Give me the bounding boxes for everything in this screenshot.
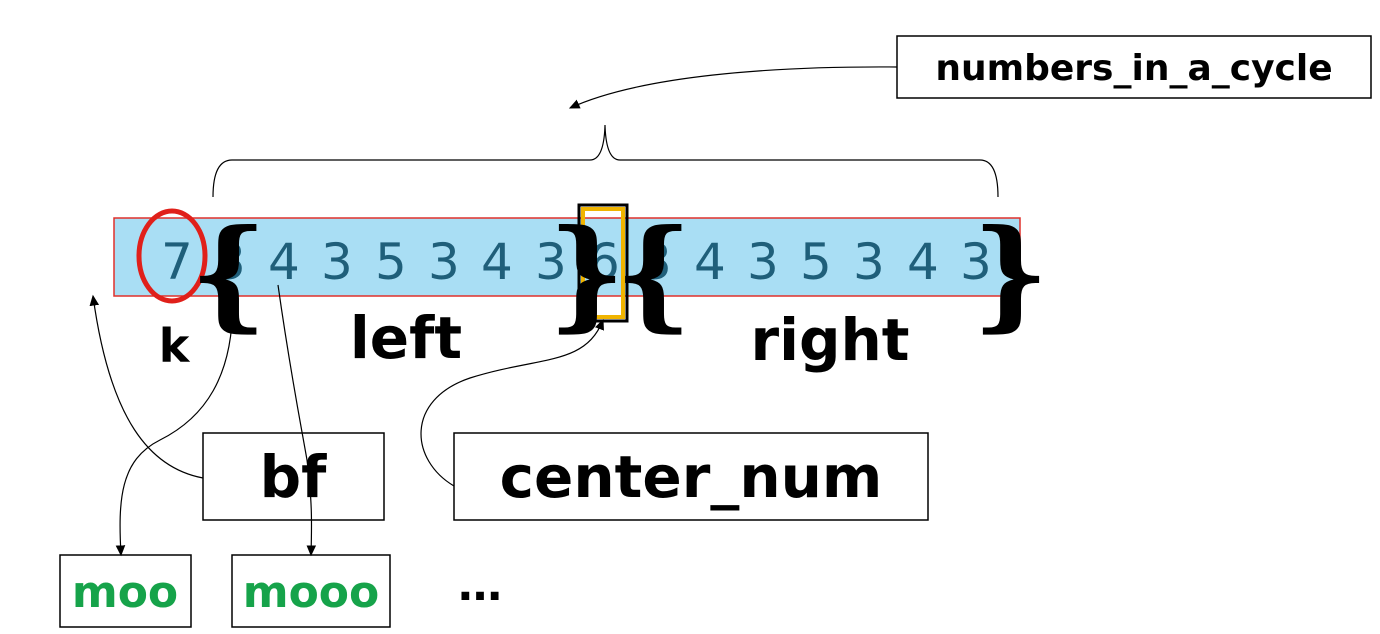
right-open-brace: {: [615, 203, 692, 344]
bf-to-k-arrow: [89, 294, 204, 479]
mooo-box: [231, 554, 391, 628]
left-close-brace: }: [548, 203, 625, 344]
left-digit: 3: [428, 233, 460, 291]
moo-box: [59, 554, 192, 628]
left-digit: 3: [321, 233, 353, 291]
left-open-brace: {: [190, 203, 267, 344]
left-digit: 4: [268, 233, 300, 291]
right-digit: 3: [747, 233, 779, 291]
right-digit: 4: [694, 233, 726, 291]
left-digit: 3: [214, 233, 246, 291]
left-digit: 3: [535, 233, 567, 291]
right-close-brace: }: [972, 203, 1049, 344]
ellipsis: …: [458, 560, 502, 611]
cycle-bracket: [212, 124, 999, 198]
moo-label: moo: [72, 567, 178, 618]
sequence-strip: [113, 217, 1021, 297]
second-left-digit-to-mooo-arrow: [277, 284, 317, 557]
k-circle: [136, 208, 208, 304]
cycle-arrow: [568, 66, 898, 109]
k-label: k: [159, 319, 191, 373]
right-digit: 5: [800, 233, 832, 291]
first-left-digit-to-moo-arrow: [115, 284, 234, 557]
center-digit: 6: [588, 233, 620, 291]
first-digit-k: 7: [161, 233, 193, 291]
right-digit: 3: [640, 233, 672, 291]
right-label: right: [750, 306, 909, 374]
center-num-to-center-arrow: [420, 318, 604, 487]
bf-label: bf: [260, 443, 328, 511]
left-digit: 5: [375, 233, 407, 291]
right-digit: 3: [853, 233, 885, 291]
center-box-inner: [581, 207, 625, 319]
bf-box: [202, 432, 385, 521]
numbers-in-a-cycle-box: [896, 35, 1372, 99]
left-label: left: [350, 304, 462, 372]
center-num-label: center_num: [500, 443, 883, 511]
right-digit: 3: [960, 233, 992, 291]
mooo-label: mooo: [243, 567, 380, 618]
left-digit: 4: [481, 233, 513, 291]
numbers-in-a-cycle-label: numbers_in_a_cycle: [935, 48, 1332, 89]
right-digit: 4: [907, 233, 939, 291]
center-num-box: [453, 432, 929, 521]
